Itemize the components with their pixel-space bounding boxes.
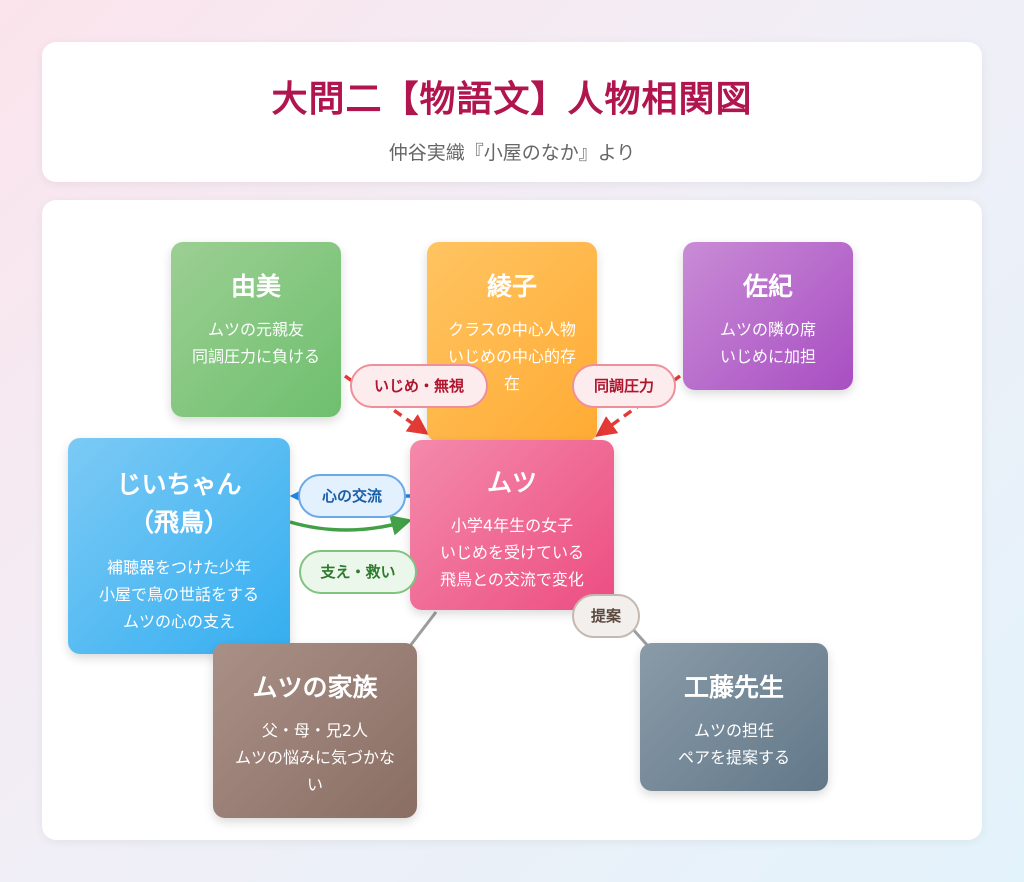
- character-saki: 佐紀 ムツの隣の席いじめに加担: [683, 242, 853, 390]
- character-name: じいちゃん（飛鳥）: [116, 470, 242, 537]
- character-desc: ムツの元親友同調圧力に負ける: [191, 320, 320, 366]
- character-name: 佐紀: [742, 272, 793, 301]
- character-desc: 補聴器をつけた少年小屋で鳥の世話をするムツの心の支え: [98, 558, 259, 631]
- character-name: ムツの家族: [252, 673, 378, 702]
- character-kudo-sensei: 工藤先生 ムツの担任ペアを提案する: [640, 643, 828, 791]
- character-mutsu: ムツ 小学4年生の女子いじめを受けている飛鳥との交流で変化: [410, 440, 614, 610]
- line-jii-to-mutsu: [289, 515, 413, 536]
- character-desc: クラスの中心人物いじめの中心的存在: [447, 320, 576, 393]
- character-desc: ムツの担任ペアを提案する: [677, 721, 790, 767]
- character-jii-asuka: じいちゃん（飛鳥） 補聴器をつけた少年小屋で鳥の世話をするムツの心の支え: [68, 438, 290, 654]
- page-title: 大問二【物語文】人物相関図: [271, 79, 753, 120]
- header-card: 大問二【物語文】人物相関図 仲谷実織『小屋のなか』より: [42, 42, 982, 182]
- character-yumi: 由美 ムツの元親友同調圧力に負ける: [171, 242, 341, 417]
- relation-label-ijime: いじめ・無視: [350, 364, 488, 408]
- character-name: ムツ: [486, 468, 537, 497]
- relation-label-teian: 提案: [572, 594, 640, 638]
- character-desc: ムツの隣の席いじめに加担: [719, 320, 816, 366]
- character-ayako: 綾子 クラスの中心人物いじめの中心的存在: [427, 242, 597, 442]
- character-desc: 小学4年生の女子いじめを受けている飛鳥との交流で変化: [439, 516, 584, 589]
- character-name: 由美: [230, 272, 281, 301]
- relation-label-sasae: 支え・救い: [299, 550, 417, 594]
- character-desc: 父・母・兄2人ムツの悩みに気づかない: [234, 721, 395, 794]
- relation-label-douchou: 同調圧力: [572, 364, 676, 408]
- line-mutsu-to-family: [408, 611, 438, 647]
- character-mutsu-family: ムツの家族 父・母・兄2人ムツの悩みに気づかない: [213, 643, 417, 818]
- relation-label-kokoro: 心の交流: [298, 474, 406, 518]
- character-name: 工藤先生: [683, 673, 784, 702]
- character-name: 綾子: [486, 272, 537, 301]
- page-subtitle: 仲谷実織『小屋のなか』より: [388, 142, 636, 164]
